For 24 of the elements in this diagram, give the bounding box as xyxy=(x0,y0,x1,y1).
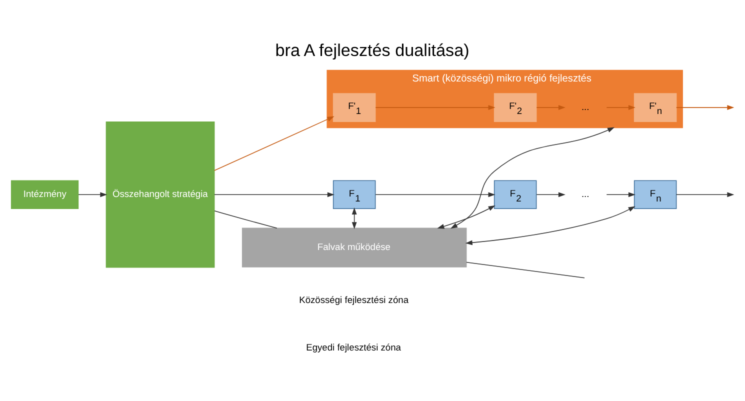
arrow xyxy=(437,205,496,229)
connector xyxy=(466,262,585,278)
arrow xyxy=(536,192,566,198)
arrow xyxy=(465,206,636,246)
arrow xyxy=(450,127,615,229)
arrow xyxy=(375,192,496,198)
arrow xyxy=(606,105,636,110)
arrow xyxy=(536,105,566,110)
arrow xyxy=(214,116,334,171)
node-text: ... xyxy=(581,102,590,112)
arrow xyxy=(78,192,108,198)
label: Egyedi fejlesztési zóna xyxy=(306,342,401,352)
node-text: ... xyxy=(581,189,590,200)
node-box: Falvak működése xyxy=(242,228,467,268)
node-box: Intézmény xyxy=(10,180,79,210)
connector xyxy=(214,210,278,228)
arrow xyxy=(606,192,636,198)
arrow xyxy=(375,105,496,110)
arrow xyxy=(676,105,734,110)
label: Közösségi fejlesztési zóna xyxy=(299,294,409,305)
diagram-title: bra A fejlesztés dualitása) xyxy=(275,40,470,60)
arrow xyxy=(676,192,734,198)
node-box: Összehangolt stratégia xyxy=(106,122,215,268)
arrow xyxy=(214,192,334,198)
